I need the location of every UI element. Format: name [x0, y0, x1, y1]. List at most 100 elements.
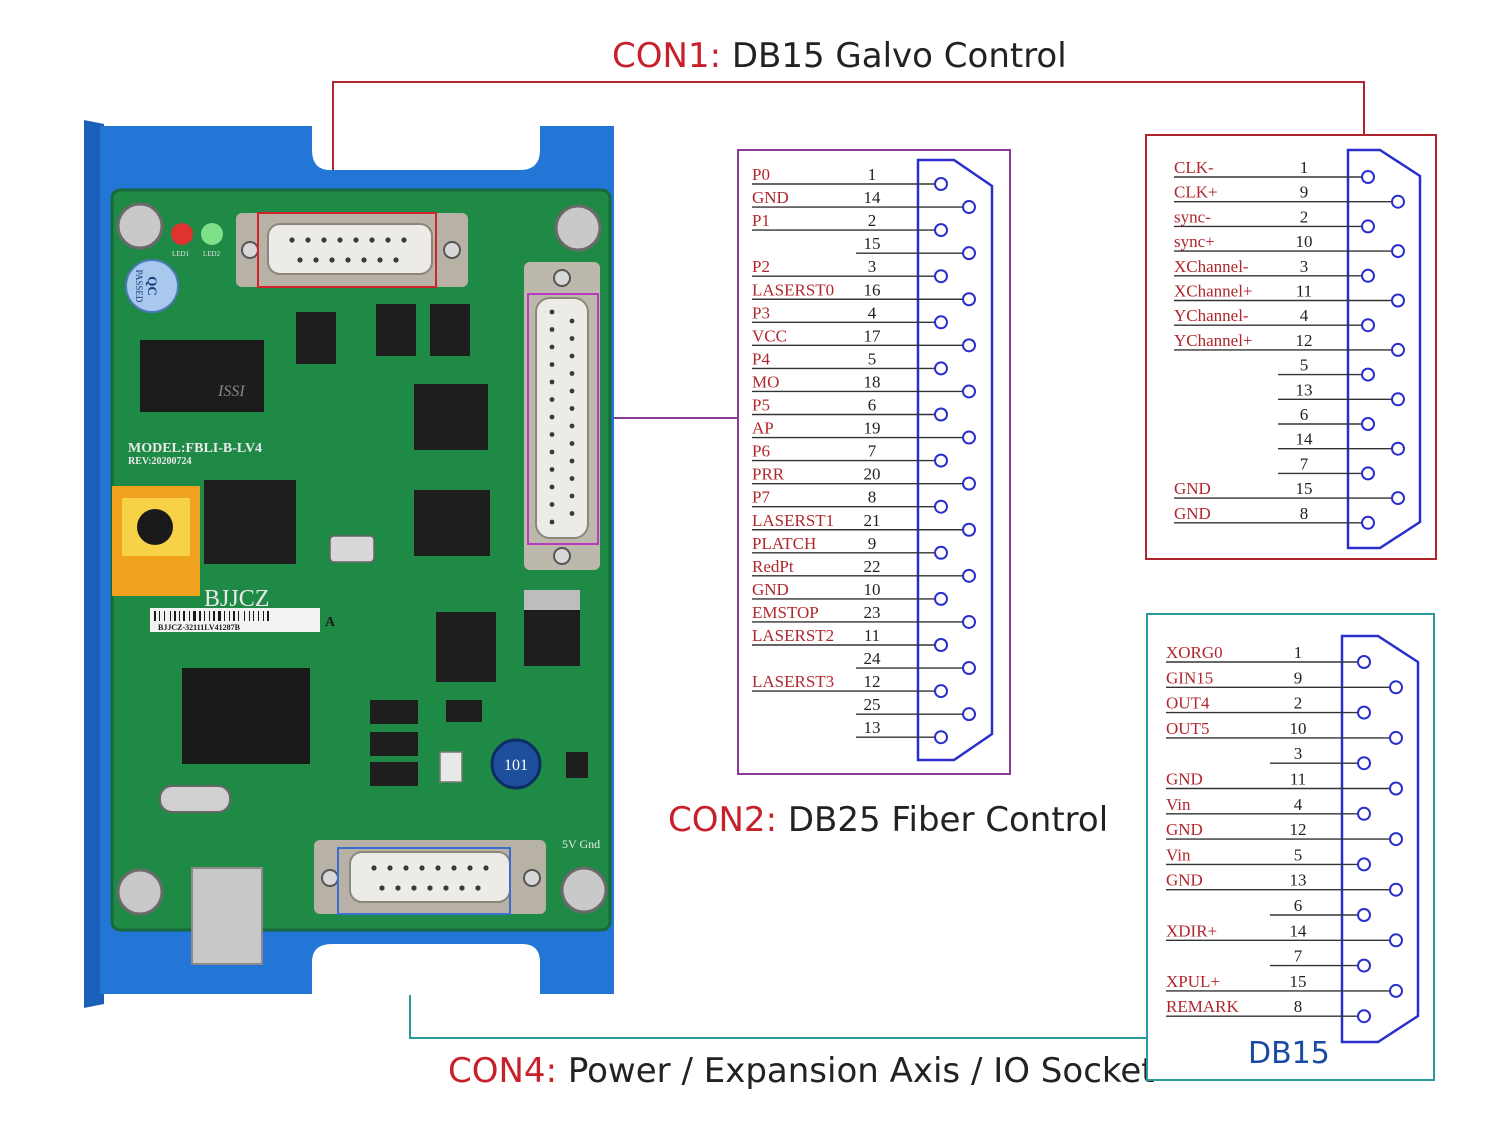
power-label: 5V Gnd: [562, 837, 600, 851]
con2-pin-label: EMSTOP: [752, 603, 819, 622]
con2-pin-row: AP 19: [752, 419, 976, 445]
con1-pin-row: CLK-1: [1174, 158, 1375, 184]
board-con2-pin-dot: [549, 432, 555, 437]
diode-d2: [566, 752, 588, 778]
board-con1-pin-dot: [313, 257, 319, 263]
con2-pin-number: 14: [864, 188, 882, 207]
con4-pin-socket: [1389, 832, 1403, 847]
con4-pin-row: 6: [1270, 896, 1371, 922]
con2-pin-row: P0 1: [752, 165, 948, 191]
con2-pin-label: MO: [752, 372, 779, 391]
board-con2-pin-dot: [569, 353, 575, 359]
con4-pinout-frame: [1146, 613, 1435, 1081]
con2-pin-label: LASERST2: [752, 626, 834, 645]
con2-pin-socket: [934, 638, 948, 652]
con2-pin-socket: [962, 200, 976, 215]
con2-pin-number: 7: [868, 442, 877, 461]
leader-lines: [332, 81, 1365, 1039]
con1-connector-shell: [1346, 148, 1422, 550]
con4-pin-label: Vin: [1166, 845, 1191, 864]
con1-pin-label: GND: [1174, 479, 1211, 498]
con1-pin-socket: [1361, 417, 1375, 431]
barcode-bar: [253, 611, 254, 621]
con2-pin-label: AP: [752, 419, 774, 438]
barcode-bar: [199, 611, 201, 621]
con4-pin-label: GND: [1166, 871, 1203, 890]
con1-pin-number: 8: [1300, 504, 1309, 523]
barcode-bar: [244, 611, 245, 621]
con2-pin-number: 15: [864, 234, 881, 253]
board-con4-pin-dot: [459, 885, 465, 891]
board-con4-pin-dot: [451, 865, 457, 871]
con1-pin-number: 10: [1296, 232, 1313, 251]
con1-pin-socket: [1391, 194, 1405, 209]
case-left-rail: [84, 120, 104, 1008]
board-con4-socket: [349, 851, 511, 903]
con2-pin-label: P0: [752, 165, 770, 184]
con2-pin-label: LASERST3: [752, 672, 834, 691]
chip-mid-3: [436, 612, 496, 682]
led2-label: LED2: [203, 250, 221, 258]
con4-pin-row: XDIR+14: [1166, 921, 1403, 948]
con2-pin-socket: [962, 707, 976, 722]
chip-opto-4: [446, 700, 482, 722]
con4-pin-socket: [1389, 730, 1403, 745]
con2-pin-socket: [934, 684, 948, 699]
con2-pin-number: 6: [868, 396, 877, 415]
inductor-label: 101: [504, 757, 528, 774]
con1-pin-number: 4: [1300, 306, 1309, 325]
barcode-bar: [218, 611, 221, 621]
con4-pin-row: 7: [1270, 947, 1371, 973]
board-con4-pin-dot: [411, 885, 417, 891]
barcode-bar: [170, 611, 171, 621]
con2-pin-socket: [962, 384, 976, 399]
screw-bottom-left: [116, 868, 164, 916]
con2-pin-row: 24: [856, 649, 976, 676]
chip-op0: [376, 304, 416, 356]
con2-tag: CON2:: [668, 800, 778, 840]
con1-pin-row: sync+10: [1174, 232, 1405, 259]
led1-label: LED1: [172, 250, 190, 258]
con2-pin-label: P5: [752, 396, 770, 415]
board-con1-pin-dot: [297, 257, 303, 263]
screw-top-right: [554, 204, 602, 252]
con2-pin-number: 21: [864, 511, 881, 530]
con1-pin-socket: [1361, 466, 1375, 481]
barcode-bar: [154, 611, 156, 621]
con4-pin-label: GND: [1166, 820, 1203, 839]
board-con1-pin-dot: [353, 237, 359, 243]
con1-pin-number: 11: [1296, 282, 1312, 301]
con2-pin-number: 13: [864, 718, 881, 737]
con2-pin-label: RedPt: [752, 557, 794, 576]
con2-pin-number: 24: [864, 649, 882, 668]
con1-pin-socket: [1391, 293, 1405, 308]
con2-pin-number: 1: [868, 165, 877, 184]
con4-pin-number: 12: [1290, 820, 1307, 839]
barcode-bar: [213, 611, 215, 621]
board-con4-pin-dot: [379, 885, 385, 891]
con4-pin-socket: [1389, 680, 1403, 695]
con2-pin-row: P5 6: [752, 396, 948, 422]
con2-pin-number: 19: [864, 419, 881, 438]
board-con1-pins: [289, 237, 407, 263]
screw-top-left: [116, 202, 164, 250]
barcode-bar: [183, 611, 185, 621]
board-serial: BJJCZ-32111LV41287B: [158, 623, 241, 632]
board-con2-pin-dot: [569, 476, 575, 481]
con2-pin-row: 13: [856, 718, 948, 745]
con2-pin-number: 4: [868, 303, 877, 322]
con1-title: DB15 Galvo Control: [731, 36, 1067, 76]
board-con1-pin-dot: [361, 257, 367, 263]
capacitor-t1: [439, 751, 463, 783]
con1-pin-socket: [1391, 491, 1405, 506]
con2-pin-socket: [962, 614, 976, 629]
